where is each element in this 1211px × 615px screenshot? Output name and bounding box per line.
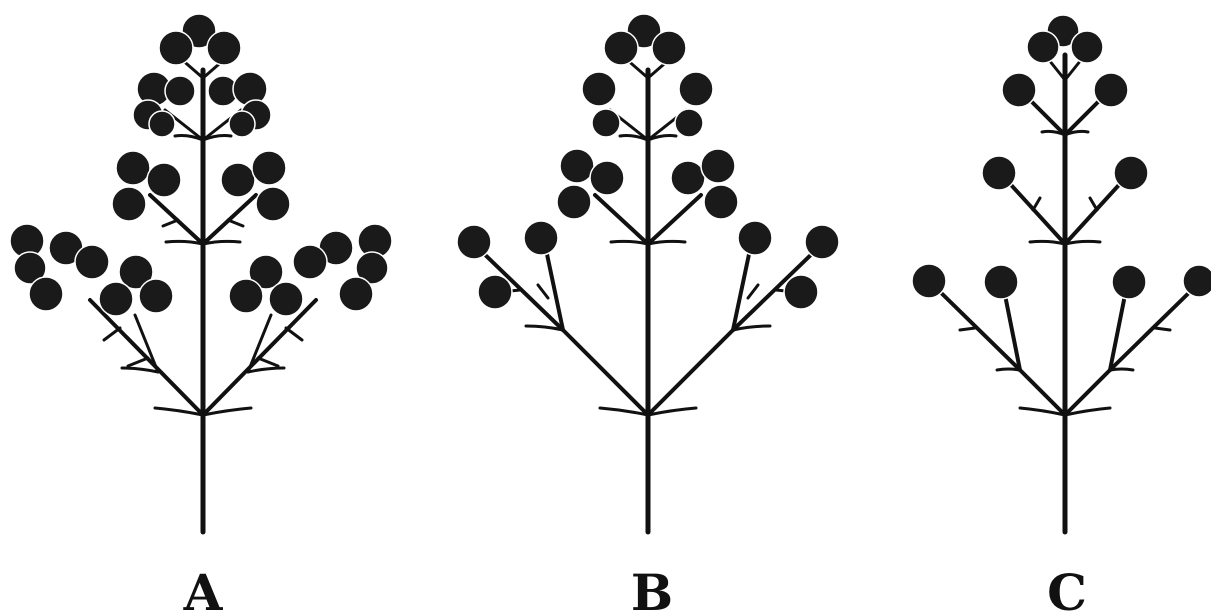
panel-c-flower-heads: [912, 15, 1211, 299]
panel-c-stems: [930, 55, 1200, 532]
panel-a: A: [10, 14, 392, 615]
panel-b: B: [457, 14, 839, 615]
panel-b-stems: [478, 58, 818, 532]
panel-c: C: [912, 15, 1211, 615]
panel-b-label: B: [631, 563, 673, 615]
panel-c-label: C: [1047, 563, 1087, 615]
panel-a-label: A: [183, 563, 224, 615]
